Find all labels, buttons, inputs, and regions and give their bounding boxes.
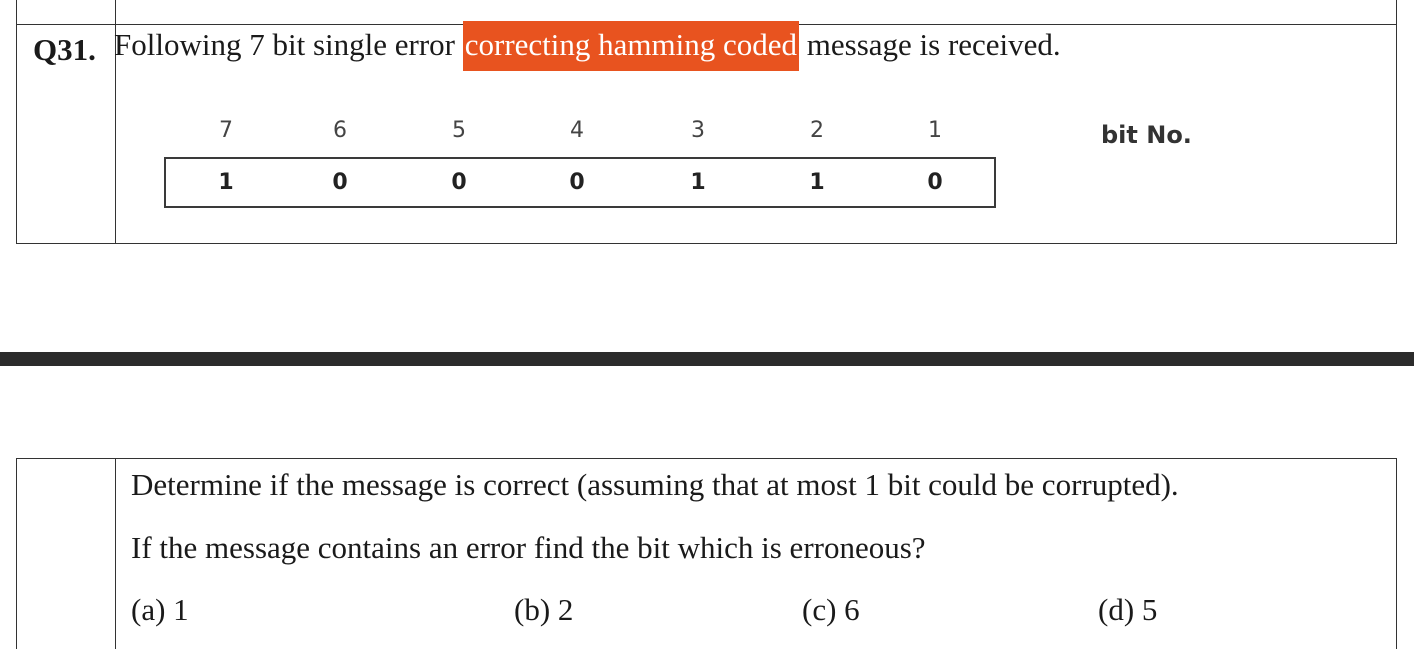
bit-value: 1	[690, 170, 706, 195]
question-continuation-line-1: Determine if the message is correct (ass…	[131, 467, 1179, 502]
option-c[interactable]: (c) 6	[802, 592, 860, 627]
table-column-divider	[115, 459, 116, 649]
bit-number: 3	[691, 118, 705, 143]
table-column-divider	[115, 0, 116, 243]
bit-value: 0	[451, 170, 467, 195]
question-text-end: message is received.	[799, 27, 1061, 62]
question-continuation-line-2: If the message contains an error find th…	[131, 530, 926, 565]
bit-value: 1	[218, 170, 234, 195]
bit-number: 5	[452, 118, 466, 143]
bit-number: 4	[570, 118, 584, 143]
option-b[interactable]: (b) 2	[514, 592, 574, 627]
highlighted-text: correcting hamming coded	[462, 21, 800, 71]
bit-value: 0	[927, 170, 943, 195]
bit-value: 0	[332, 170, 348, 195]
question-text: Following 7 bit single error correcting …	[114, 21, 1061, 71]
bit-number: 1	[928, 118, 942, 143]
question-text-start: Following 7 bit single error	[114, 27, 463, 62]
bit-value: 0	[569, 170, 585, 195]
option-a[interactable]: (a) 1	[131, 592, 189, 627]
bit-value-row: 1 0 0 0 1 1 0	[148, 170, 978, 204]
bit-number-row: 7 6 5 4 3 2 1	[148, 118, 978, 152]
question-number: Q31.	[33, 32, 96, 67]
bit-number-label: bit No.	[1101, 121, 1192, 149]
page-divider-bar	[0, 352, 1414, 366]
bit-number: 7	[219, 118, 233, 143]
bit-value-box	[164, 157, 996, 208]
question-table-bottom	[16, 458, 1397, 649]
bit-number: 2	[810, 118, 824, 143]
option-d[interactable]: (d) 5	[1098, 592, 1158, 627]
bit-number: 6	[333, 118, 347, 143]
bit-value: 1	[809, 170, 825, 195]
